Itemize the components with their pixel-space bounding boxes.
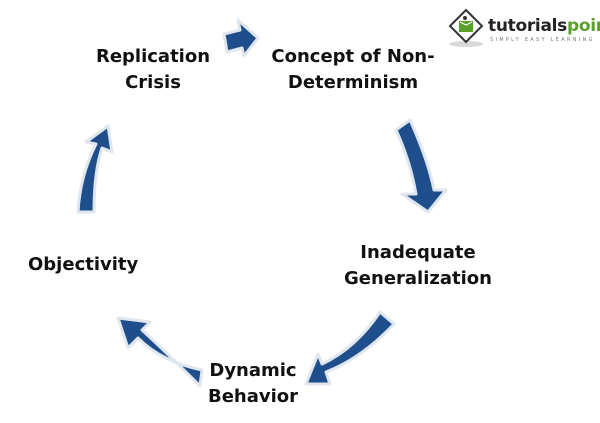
arrow-inadequate-to-dynamic [304, 310, 396, 386]
node-dynamic-behavior: Dynamic Behavior [200, 358, 306, 410]
node-line: Generalization [344, 268, 492, 289]
node-line: Replication [95, 46, 211, 67]
tutorialspoint-logo: tutorialspoint SIMPLY EASY LEARNING [446, 6, 600, 52]
node-line: Dynamic [209, 360, 297, 381]
node-objectivity: Objectivity [28, 252, 148, 278]
logo-wordmark: tutorialspoint [488, 16, 600, 36]
node-replication-crisis: Replication Crisis [88, 44, 218, 96]
node-line: Crisis [125, 72, 181, 93]
logo-name-main: tutorials [488, 16, 567, 36]
arrow-objectivity-to-replication [76, 124, 114, 214]
arrow-concept-to-inadequate [394, 118, 448, 214]
node-inadequate-generalization: Inadequate Generalization [340, 240, 496, 292]
node-line: Concept of Non- [271, 46, 435, 67]
node-concept-of-non-determinism: Concept of Non- Determinism [268, 44, 438, 96]
logo-tagline: SIMPLY EASY LEARNING [490, 37, 595, 43]
node-line: Objectivity [28, 254, 139, 275]
node-line: Behavior [207, 386, 299, 407]
node-line: Inadequate [360, 242, 476, 263]
logo-name-accent: point [566, 16, 600, 36]
node-line: Determinism [287, 72, 419, 93]
arrow-replication-to-concept [222, 18, 260, 58]
arrow-dynamic-to-objectivity [116, 316, 204, 388]
logo-diamond-icon [448, 8, 484, 47]
